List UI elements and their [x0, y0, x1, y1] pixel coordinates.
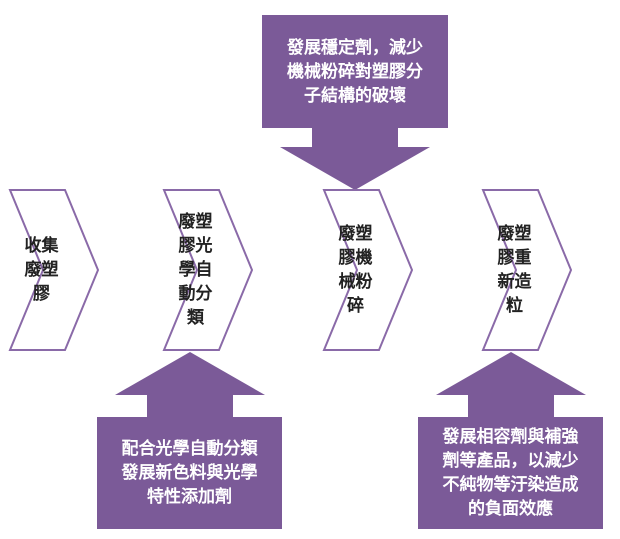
step-2-label: 廢塑 膠光 學自 動分 類 — [178, 212, 213, 328]
callout-bottom-right-label: 發展相容劑與補強 劑等產品，以減少 不純物等汙染造成 的負面效應 — [442, 427, 579, 519]
step-chevron-2 — [162, 189, 254, 351]
step-3-label: 廢塑 膠機 械粉 碎 — [338, 224, 373, 316]
step-chevron-3 — [322, 189, 414, 351]
step-chevron-4 — [481, 189, 573, 351]
callout-bottom-left-label: 配合光學自動分類 發展新色料與光學 特性添加劑 — [121, 439, 258, 507]
callout-top-box — [262, 15, 448, 190]
callout-top-label: 發展穩定劑，減少 機械粉碎對塑膠分 子結構的破壞 — [287, 37, 423, 106]
step-chevron-1 — [8, 189, 100, 351]
step-1-label: 收集 廢塑 膠 — [24, 236, 59, 304]
callout-bottom-right-box — [418, 352, 603, 529]
step-4-label: 廢塑 膠重 新造 粒 — [497, 224, 532, 316]
callout-bottom-left-box — [97, 352, 282, 529]
